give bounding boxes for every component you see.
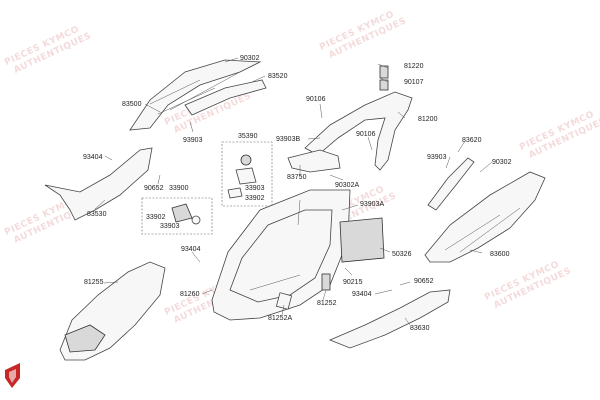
label-81220: 81220 <box>404 63 424 70</box>
label-83750: 83750 <box>287 174 307 181</box>
label-35390: 35390 <box>238 133 258 140</box>
label-93903: 93903 <box>183 137 203 144</box>
part-83620-strip <box>427 157 475 211</box>
label-83620: 83620 <box>462 137 482 144</box>
label-90215: 90215 <box>343 279 363 286</box>
label-93404-mid: 93404 <box>181 246 201 253</box>
brand-logo-icon <box>5 363 20 388</box>
label-33903-box: 33903 <box>160 223 180 230</box>
label-93404: 93404 <box>83 154 103 161</box>
label-83520: 83520 <box>268 73 288 80</box>
part-labels: 90302 83520 83500 93903 35390 93404 8353… <box>83 55 512 332</box>
part-83630-lower-cover <box>328 289 451 349</box>
part-83750 <box>287 149 341 173</box>
part-81260-storage-box <box>211 189 351 321</box>
label-33902-box: 33902 <box>146 214 166 221</box>
label-93903-right: 93903 <box>427 154 447 161</box>
label-81255: 81255 <box>84 279 104 286</box>
label-90302a: 90302A <box>335 182 359 189</box>
part-50326-plate <box>339 217 385 263</box>
label-81200: 81200 <box>418 116 438 123</box>
label-90302-right: 90302 <box>492 159 512 166</box>
part-33900-box <box>141 197 213 235</box>
label-90107: 90107 <box>404 79 424 86</box>
label-93903a: 93903A <box>360 201 384 208</box>
label-50326: 50326 <box>392 251 412 258</box>
label-83500: 83500 <box>122 101 142 108</box>
part-83530-lower-cover <box>44 147 153 221</box>
label-93404-bottom: 93404 <box>352 291 372 298</box>
part-83500-side-cover <box>129 59 267 131</box>
label-33902: 33902 <box>245 195 265 202</box>
leader-lines <box>94 57 493 326</box>
label-81260: 81260 <box>180 291 200 298</box>
part-81255-floor <box>59 261 166 361</box>
label-83600: 83600 <box>490 251 510 258</box>
label-93903b: 93903B <box>276 136 300 143</box>
label-83530: 83530 <box>87 211 107 218</box>
label-33903: 33903 <box>245 185 265 192</box>
label-83630: 83630 <box>410 325 430 332</box>
label-90302: 90302 <box>240 55 260 62</box>
part-35390-box <box>221 141 273 207</box>
label-81252: 81252 <box>317 300 337 307</box>
label-33900: 33900 <box>169 185 189 192</box>
label-90652: 90652 <box>144 185 164 192</box>
part-83600-side-cover <box>424 171 546 263</box>
label-90652-right: 90652 <box>414 278 434 285</box>
label-90106-mid: 90106 <box>356 131 376 138</box>
label-81252a: 81252A <box>268 315 292 322</box>
label-90106: 90106 <box>306 96 326 103</box>
